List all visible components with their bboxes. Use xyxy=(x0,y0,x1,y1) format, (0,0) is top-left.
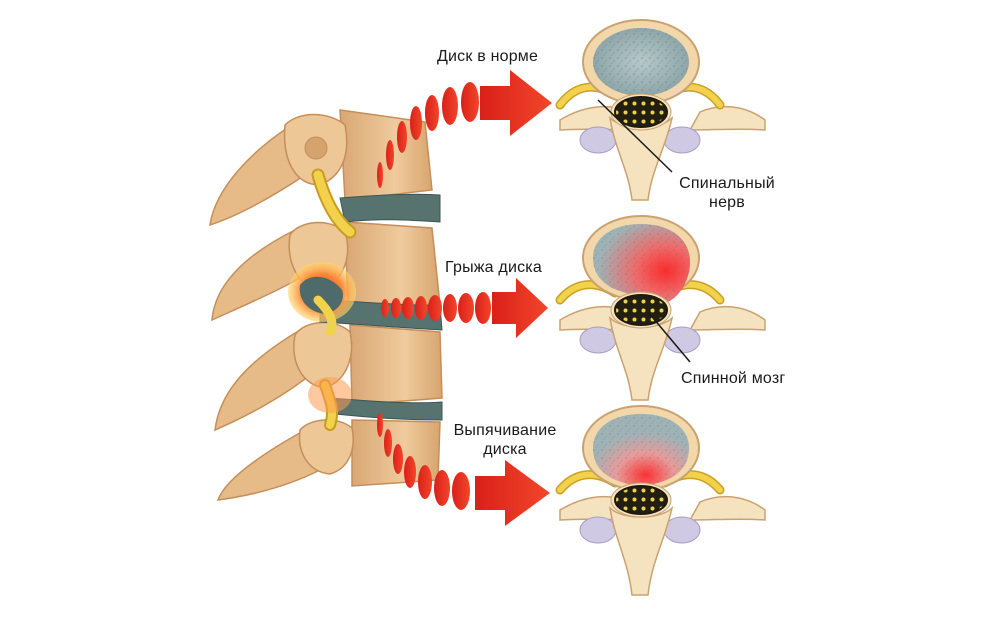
leader-spinal-cord xyxy=(647,311,691,363)
label-bulging-disc-line2: диска xyxy=(483,441,527,458)
vertebra-section-normal xyxy=(555,19,766,201)
arrow-hernia xyxy=(381,278,548,338)
label-spinal-nerve-line1: Спинальный xyxy=(679,175,775,192)
vertebra-section-hernia xyxy=(555,215,766,401)
label-spinal-nerve: Спинальный нерв xyxy=(657,174,797,212)
vertebra-section-bulge xyxy=(555,405,766,596)
label-spinal-cord: Спинной мозг xyxy=(681,370,786,387)
arrow-bulge xyxy=(377,413,550,526)
label-herniated-disc: Грыжа диска xyxy=(445,259,542,276)
label-normal-disc: Диск в норме xyxy=(437,48,539,65)
label-bulging-disc-line1: Выпячивание xyxy=(453,422,557,439)
label-bulging-disc: Выпячивание диска xyxy=(438,421,572,459)
label-spinal-nerve-line2: нерв xyxy=(709,194,745,211)
leader-spinal-nerve xyxy=(597,99,673,173)
arrow-normal xyxy=(377,70,552,188)
spine-column xyxy=(209,109,443,501)
